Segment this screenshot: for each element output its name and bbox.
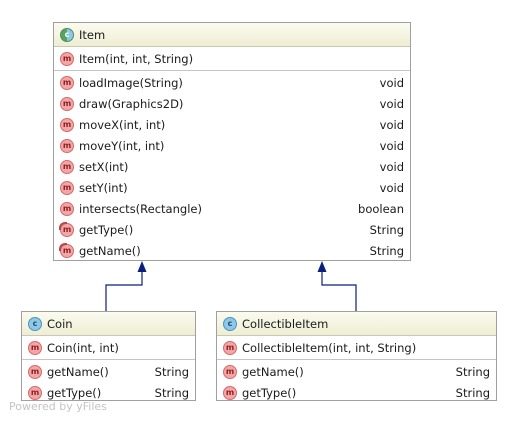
member-return-type: String xyxy=(369,243,404,258)
method-icon: m xyxy=(60,159,74,174)
member-return-type: boolean xyxy=(358,201,404,216)
method-row[interactable]: m getName() String xyxy=(217,361,496,382)
class-header: c Item xyxy=(54,23,410,47)
member-return-type: void xyxy=(379,180,404,195)
watermark-text: Powered by yFiles xyxy=(9,400,107,413)
class-item[interactable]: c Item m Item(int, int, String) m loadImag… xyxy=(53,22,411,261)
member-return-type: String xyxy=(455,385,490,400)
edge-arrowhead-coin xyxy=(137,261,147,272)
member-name: CollectibleItem(int, int, String) xyxy=(242,340,417,355)
method-icon: m xyxy=(28,364,42,379)
method-row[interactable]: m intersects(Rectangle) boolean xyxy=(54,198,410,219)
method-row[interactable]: m getType() String xyxy=(217,382,496,403)
constructors-section: m Coin(int, int) xyxy=(22,336,195,360)
method-row[interactable]: m getName() String xyxy=(22,361,195,382)
method-icon: m xyxy=(223,364,237,379)
member-name: moveY(int, int) xyxy=(79,138,165,153)
method-icon: m xyxy=(59,242,74,258)
methods-section: m getName() String m getType() String xyxy=(217,360,496,404)
inheritance-edge-collectible xyxy=(317,261,357,311)
method-icon: m xyxy=(59,221,74,237)
method-row[interactable]: m getType() String xyxy=(22,382,195,403)
method-icon: m xyxy=(60,96,74,111)
member-return-type: String xyxy=(455,364,490,379)
member-return-type: void xyxy=(379,138,404,153)
class-icon: c xyxy=(223,316,237,331)
method-icon: m xyxy=(60,75,74,90)
member-return-type: void xyxy=(379,96,404,111)
class-header: c Coin xyxy=(22,312,195,336)
member-name: Item(int, int, String) xyxy=(79,51,194,66)
member-return-type: String xyxy=(369,222,404,237)
inheritance-edge-coin xyxy=(105,261,147,311)
member-name: setX(int) xyxy=(79,159,129,174)
class-icon: c xyxy=(28,316,42,331)
member-name: draw(Graphics2D) xyxy=(79,96,184,111)
constructor-row[interactable]: m CollectibleItem(int, int, String) xyxy=(217,337,496,358)
constructors-section: m CollectibleItem(int, int, String) xyxy=(217,336,496,360)
member-name: getName() xyxy=(79,243,141,258)
member-return-type: void xyxy=(379,159,404,174)
member-name: intersects(Rectangle) xyxy=(79,201,202,216)
constructor-row[interactable]: m Coin(int, int) xyxy=(22,337,195,358)
constructor-row[interactable]: m Item(int, int, String) xyxy=(54,48,410,69)
member-name: getName() xyxy=(242,364,304,379)
method-row[interactable]: m loadImage(String) void xyxy=(54,72,410,93)
member-name: getType() xyxy=(79,222,134,237)
methods-section: m getName() String m getType() String xyxy=(22,360,195,404)
method-icon: m xyxy=(60,138,74,153)
method-row[interactable]: m moveY(int, int) void xyxy=(54,135,410,156)
methods-section: m loadImage(String) void m draw(Graphics2D) v… xyxy=(54,71,410,262)
member-name: getName() xyxy=(47,364,109,379)
class-title: CollectibleItem xyxy=(242,316,329,331)
member-name: getType() xyxy=(242,385,297,400)
class-title: Item xyxy=(79,27,106,42)
method-row[interactable]: m getName() String xyxy=(54,240,410,261)
method-row[interactable]: m draw(Graphics2D) void xyxy=(54,93,410,114)
method-icon: m xyxy=(60,117,74,132)
method-row[interactable]: m moveX(int, int) void xyxy=(54,114,410,135)
method-icon: m xyxy=(28,340,42,355)
method-icon: m xyxy=(223,385,237,400)
member-return-type: String xyxy=(154,364,189,379)
edge-line-coin xyxy=(105,272,143,311)
member-name: Coin(int, int) xyxy=(47,340,119,355)
member-name: setY(int) xyxy=(79,180,128,195)
method-icon: m xyxy=(28,385,42,400)
member-name: getType() xyxy=(47,385,102,400)
member-return-type: String xyxy=(154,385,189,400)
constructors-section: m Item(int, int, String) xyxy=(54,47,410,71)
member-name: loadImage(String) xyxy=(79,75,183,90)
member-return-type: void xyxy=(379,75,404,90)
method-row[interactable]: m setY(int) void xyxy=(54,177,410,198)
method-icon: m xyxy=(60,201,74,216)
member-return-type: void xyxy=(379,117,404,132)
class-header: c CollectibleItem xyxy=(217,312,496,336)
member-name: moveX(int, int) xyxy=(79,117,166,132)
method-icon: m xyxy=(60,180,74,195)
edge-line-collectible xyxy=(321,272,357,311)
class-icon: c xyxy=(60,27,74,42)
method-icon: m xyxy=(60,51,74,66)
method-icon: m xyxy=(223,340,237,355)
method-row[interactable]: m getType() String xyxy=(54,219,410,240)
class-collectible-item[interactable]: c CollectibleItem m CollectibleItem(int, … xyxy=(216,311,497,401)
class-title: Coin xyxy=(47,316,73,331)
edge-arrowhead-collectible xyxy=(317,261,327,272)
method-row[interactable]: m setX(int) void xyxy=(54,156,410,177)
